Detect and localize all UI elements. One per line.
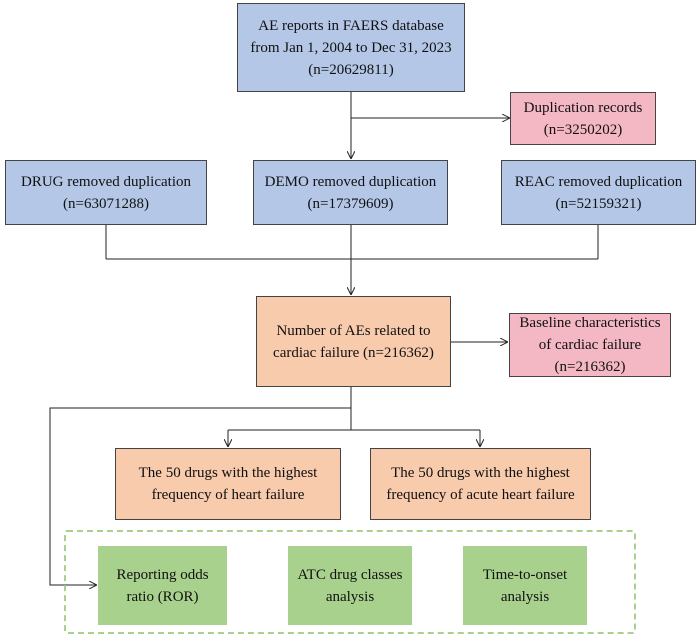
box-text-line: AE reports in FAERS database (258, 17, 444, 34)
box-text-line: The 50 drugs with the highest (138, 465, 318, 481)
box-text-line: from Jan 1, 2004 to Dec 31, 2023 (250, 39, 452, 56)
box-text-line: (n=20629811) (308, 61, 394, 78)
ae-reports-box: AE reports in FAERS database from Jan 1, … (237, 3, 465, 92)
box-text-line: Time-to-onset (482, 566, 568, 583)
baseline-characteristics-box: Baseline characteristics of cardiac failu… (509, 313, 671, 377)
box-text-line: ATC drug classes (297, 566, 403, 583)
box-text-line: (n=63071288) (63, 195, 149, 212)
box-text-line: ratio (ROR) (126, 588, 199, 605)
drug-removed-duplication-box: DRUG removed duplication (n=63071288) (5, 160, 207, 225)
box-text-line: Baseline characteristics (519, 315, 661, 331)
box-text-line: (n=17379609) (307, 195, 394, 212)
analysis-group-frame (64, 530, 636, 634)
box-text-line: frequency of heart failure (151, 487, 305, 503)
box-text-line: analysis (500, 588, 550, 605)
box-text-line: DEMO removed duplication (264, 173, 437, 190)
box-text-line: Number of AEs related to (276, 322, 431, 339)
box-text-line: (n=52159321) (555, 195, 642, 212)
box-text-line: (n=3250202) (543, 121, 623, 138)
reac-removed-duplication-box: REAC removed duplication (n=52159321) (501, 160, 696, 225)
box-text-line: frequency of acute heart failure (386, 487, 575, 503)
box-text-line: analysis (325, 588, 375, 605)
ror-analysis-box: Reporting odds ratio (ROR) (98, 546, 227, 625)
box-text-line: of cardiac failure (538, 337, 642, 353)
atc-analysis-box: ATC drug classes analysis (288, 546, 412, 625)
box-text-line: DRUG removed duplication (21, 173, 191, 190)
demo-removed-duplication-box: DEMO removed duplication (n=17379609) (253, 160, 448, 225)
box-text-line: cardiac failure (n=216362) (273, 344, 434, 361)
time-to-onset-box: Time-to-onset analysis (463, 546, 587, 625)
duplication-records-box: Duplication records (n=3250202) (510, 92, 656, 145)
box-text-line: The 50 drugs with the highest (391, 465, 570, 481)
box-text-line: Reporting odds (116, 566, 209, 583)
box-text-line: Duplication records (523, 99, 643, 116)
box-text-line: (n=216362) (554, 359, 626, 375)
drugs-acute-heart-failure-box: The 50 drugs with the highest frequency o… (370, 448, 591, 520)
drugs-heart-failure-box: The 50 drugs with the highest frequency o… (115, 448, 341, 520)
number-of-aes-box: Number of AEs related to cardiac failure … (256, 296, 451, 387)
box-text-line: REAC removed duplication (514, 173, 683, 190)
arrow-to-ror (49, 407, 351, 585)
